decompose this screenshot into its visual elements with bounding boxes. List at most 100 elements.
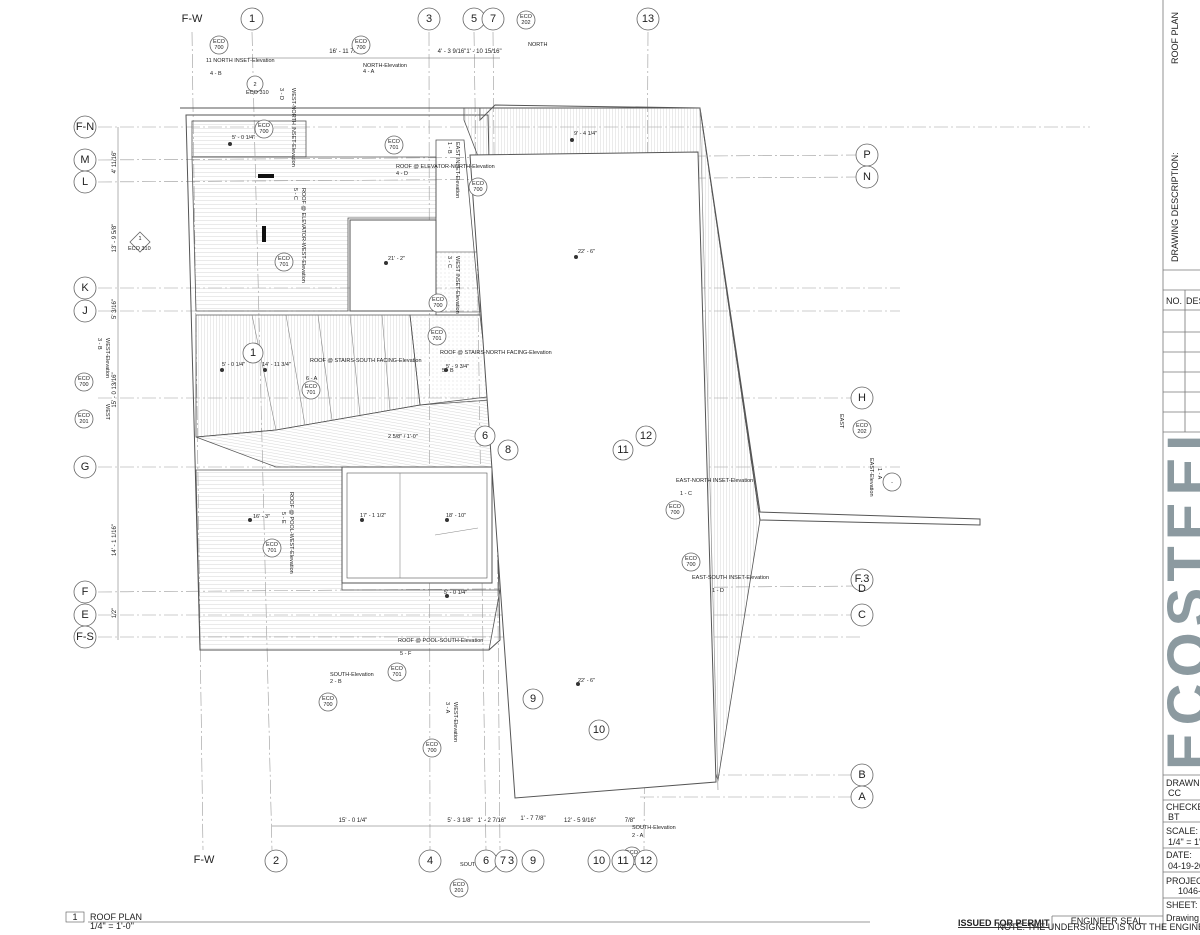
grid-bubble-left-l[interactable]: L (82, 176, 88, 188)
grid-bubble-left-fn[interactable]: F-N (76, 121, 94, 133)
grid-bubble-top-7[interactable]: 7 (490, 13, 496, 25)
grid-bubbles-right: P N H F.3 D C B A (850, 143, 879, 809)
footer: 1 ROOF PLAN 1/4" = 1'-0" ISSUED FOR PERM… (65, 911, 1200, 932)
view-label: 11 NORTH INSET-Elevation (206, 58, 275, 64)
grid-bubble-right-p[interactable]: P (863, 149, 870, 161)
spot-elevations: 5' - 0 1/4" 9' - 4 1/4" 21' - 2" 22' - 6… (220, 131, 597, 686)
grid-bubble-left-f[interactable]: F (82, 586, 89, 598)
grid-bubble-bot-4[interactable]: 4 (427, 855, 433, 867)
grid-bubble-int-11[interactable]: 11 (617, 444, 628, 456)
eco-tag[interactable]: 1 (129, 231, 151, 253)
grid-bubble-int-1[interactable]: 1 (250, 347, 256, 359)
view-label: NORTH (528, 42, 547, 48)
view-title: ROOF PLAN (90, 912, 142, 922)
grid-bubble-top-5[interactable]: 5 (471, 13, 477, 25)
grid-bubble-left-m[interactable]: M (80, 154, 89, 166)
view-label: EAST-Elevation (868, 458, 874, 497)
view-label: 6 - A (306, 376, 318, 382)
dim-bot-6: 7/8" (625, 818, 635, 824)
spot-elev-8: 2 5/8" / 1'-0" (388, 434, 418, 440)
grid-bubble-bot-9[interactable]: 9 (530, 855, 536, 867)
grid-bubble-right-h[interactable]: H (858, 392, 866, 404)
eco-310-label-west: ECO 310 (128, 246, 151, 252)
ecosteel-logo: ECOSTEEL (1156, 409, 1200, 770)
spot-elev-2: 9' - 4 1/4" (574, 131, 597, 137)
checked-label: CHECKE (1166, 802, 1200, 812)
spot-elev-1: 5' - 0 1/4" (232, 135, 255, 141)
grid-bubble-bot-11[interactable]: 11 (617, 855, 628, 867)
grid-bubble-bot-2[interactable]: 2 (273, 855, 279, 867)
grid-bubble-int-12[interactable]: 12 (640, 430, 652, 442)
grid-bubbles-interior: 1 6 8 11 12 9 10 (242, 342, 657, 741)
grid-bubble-right-b[interactable]: B (858, 769, 865, 781)
grid-bubble-bot-fw[interactable]: F-W (194, 854, 215, 866)
dim-top-2: 4' - 3 9/16" (438, 49, 467, 55)
grid-bubble-top-13[interactable]: 13 (642, 13, 654, 25)
svg-text:700: 700 (670, 510, 679, 516)
project-value: 1046- (1178, 886, 1200, 896)
view-label: WEST-Elevation (452, 702, 458, 742)
grid-bubble-left-g[interactable]: G (81, 461, 90, 473)
svg-text:701: 701 (267, 548, 276, 554)
grid-bubble-top-3[interactable]: 3 (426, 13, 432, 25)
grid-bubble-right-n[interactable]: N (863, 171, 871, 183)
grid-bubble-int-8[interactable]: 8 (505, 444, 511, 456)
grid-bubble-bot-12[interactable]: 12 (640, 855, 652, 867)
grid-bubble-left-k[interactable]: K (81, 282, 89, 294)
svg-text:ECO: ECO (432, 297, 445, 303)
grid-bubbles-left: F-N M L K J G F E F-S (73, 115, 97, 649)
eco-tag[interactable]: 2 (246, 75, 264, 93)
svg-text:ECO: ECO (431, 330, 444, 336)
view-label: 5 - B (442, 368, 454, 374)
svg-text:-: - (891, 480, 893, 486)
svg-text:ECO: ECO (669, 504, 682, 510)
grid-bubble-bot-7[interactable]: 7 (500, 855, 506, 867)
eco-tag[interactable]: - (882, 472, 902, 492)
svg-text:ECO: ECO (322, 696, 335, 702)
view-label: WEST-Elevation (104, 338, 110, 378)
sheet-value: Drawing (1166, 913, 1199, 923)
spot-elev-4: 22' - 6" (578, 249, 595, 255)
grid-bubble-bot-6[interactable]: 6 (483, 855, 489, 867)
grid-bubble-top-fw[interactable]: F-W (182, 13, 203, 25)
svg-text:ECO: ECO (355, 39, 368, 45)
grid-bubble-bot-10[interactable]: 10 (593, 855, 605, 867)
view-number: 1 (72, 912, 77, 922)
grid-bubble-right-c[interactable]: C (858, 609, 866, 621)
grid-bubble-int-9[interactable]: 9 (530, 693, 536, 705)
grid-bubble-int-6[interactable]: 6 (482, 430, 488, 442)
grid-bubble-left-e[interactable]: E (81, 609, 88, 621)
grid-bubble-right-f3[interactable]: F.3 (855, 573, 870, 585)
grid-bubble-int-10[interactable]: 10 (593, 724, 605, 736)
grid-bubble-top-1[interactable]: 1 (249, 13, 255, 25)
grid-bubble-left-fs[interactable]: F-S (76, 631, 94, 643)
grid-bubble-left-j[interactable]: J (82, 305, 88, 317)
grid-bubble-bot-3[interactable]: 3 (508, 855, 514, 867)
svg-text:ECO: ECO (305, 384, 318, 390)
grid-bubble-right-d[interactable]: D (858, 583, 866, 595)
grid-bubble-right-a[interactable]: A (858, 791, 866, 803)
view-label: 4 - D (396, 171, 408, 177)
